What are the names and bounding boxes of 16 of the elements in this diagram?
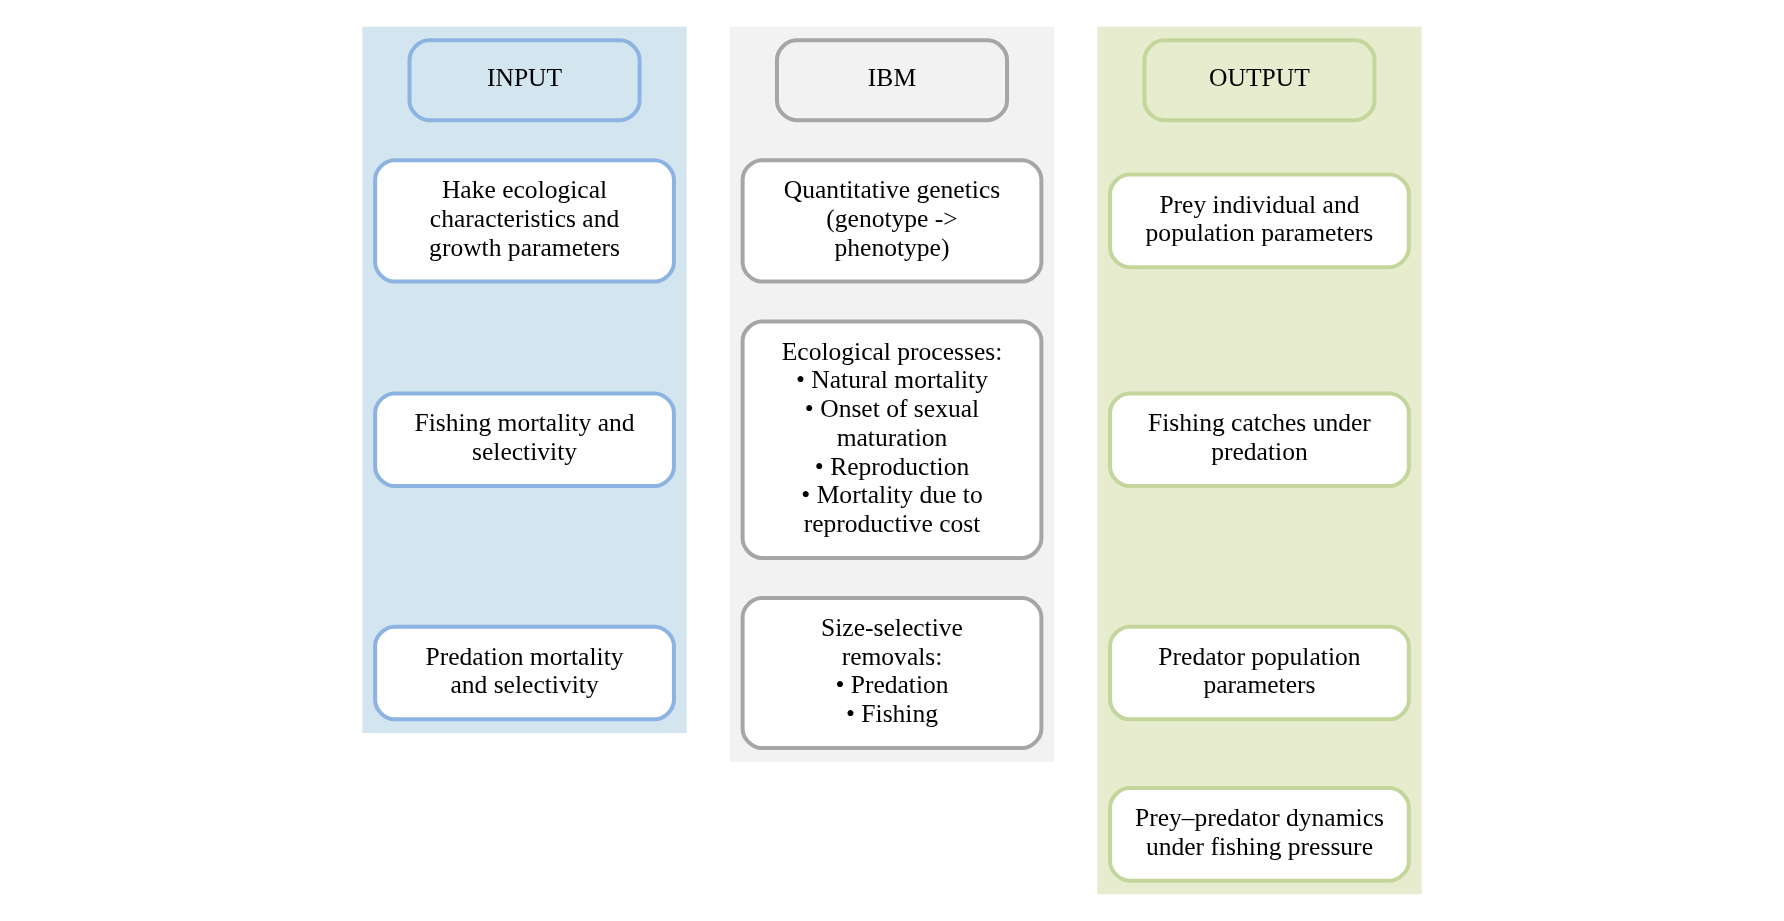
node-box: Hake ecological characteristics and growth parameters xyxy=(373,158,676,284)
node-box: Predation mortality and selectivity xyxy=(373,624,676,722)
node-box: Predator population parameters xyxy=(1108,624,1411,722)
node-box: Size-selective removals: • Predation • Fishing xyxy=(740,595,1044,751)
node-box: IBM xyxy=(774,38,1010,123)
node-box: INPUT xyxy=(407,38,642,123)
cluster xyxy=(729,26,1055,762)
node-box: Prey individual and population parameters xyxy=(1108,172,1411,270)
node-box: Prey–predator dynamics under fishing pressure xyxy=(1108,786,1411,883)
node-box: Quantitative genetics (genotype -> phenotype) xyxy=(740,158,1044,284)
node-box: Fishing mortality and selectivity xyxy=(373,391,676,489)
node-box: OUTPUT xyxy=(1142,38,1377,123)
node-box: Fishing catches under predation xyxy=(1108,391,1411,489)
cluster xyxy=(1097,26,1422,895)
cluster xyxy=(362,26,687,733)
node-box: Ecological processes: • Natural mortality • Onset of sexual maturation • Reproduction • Mortality due to reproductive cost xyxy=(740,319,1044,560)
